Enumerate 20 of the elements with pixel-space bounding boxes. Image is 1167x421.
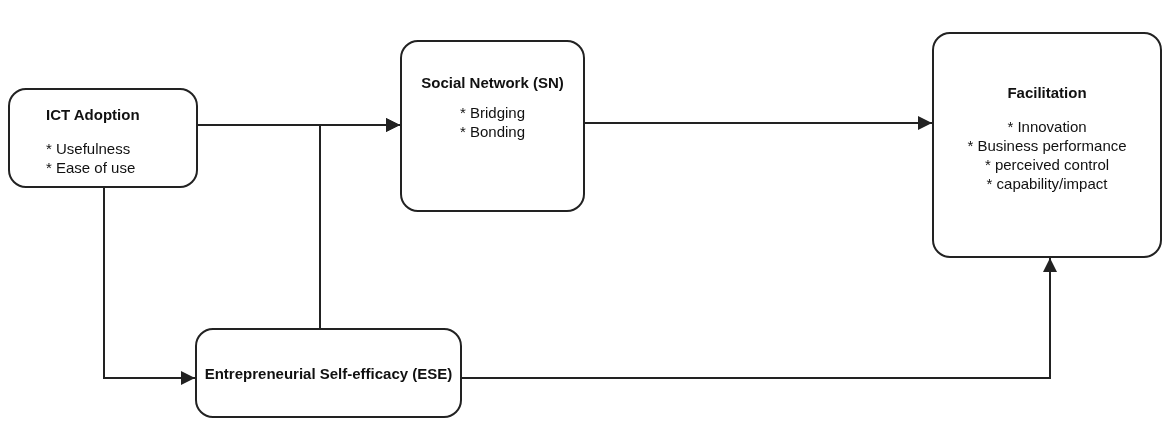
list-item: * Usefulness xyxy=(46,139,131,158)
process-box xyxy=(195,328,462,418)
list-item: * perceived control xyxy=(984,155,1110,174)
box-heading: Social Network (SN) xyxy=(421,74,564,91)
process-box xyxy=(8,88,198,188)
box-heading: Facilitation xyxy=(1007,84,1087,101)
process-box xyxy=(932,32,1162,258)
list-item: * capability/impact xyxy=(986,174,1108,193)
arrow xyxy=(319,118,401,329)
arrow xyxy=(461,257,1057,379)
arrow xyxy=(103,187,196,385)
box-heading: Entrepreneurial Self-efficacy (ESE) xyxy=(204,364,453,382)
process-box xyxy=(400,40,585,212)
list-item: * Bridging xyxy=(459,103,525,122)
list-item: * Innovation xyxy=(1007,117,1087,136)
arrow xyxy=(584,116,933,130)
list-item: * Bonding xyxy=(459,122,526,141)
list-item: * Ease of use xyxy=(46,158,136,177)
list-item: * Business performance xyxy=(967,136,1127,155)
box-heading: ICT Adoption xyxy=(46,106,140,123)
